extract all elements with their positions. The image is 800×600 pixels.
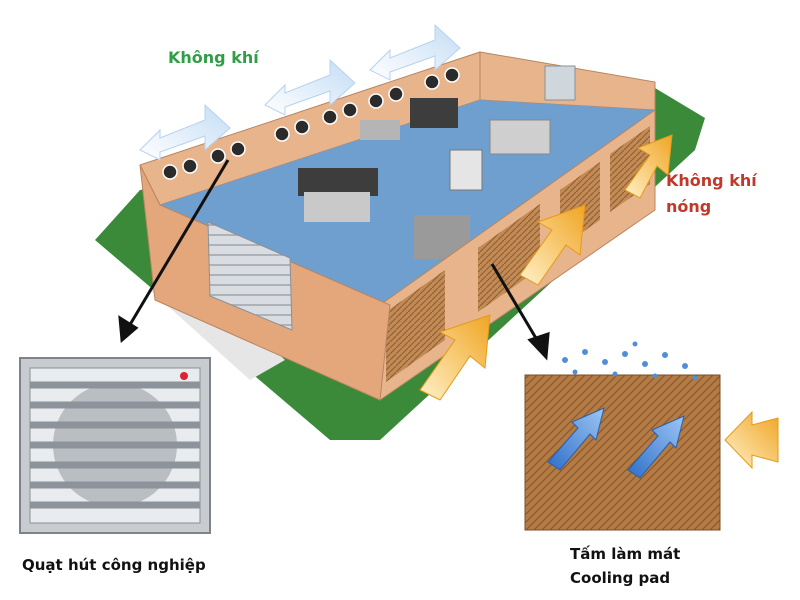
- air-label: Không khí: [168, 48, 259, 67]
- end-door: [207, 221, 293, 331]
- callout-arrows: [118, 159, 550, 361]
- fan-label: Quạt hút công nghiệp: [22, 556, 206, 574]
- hot-air-label-line1: Không khí: [666, 171, 757, 190]
- cooling-pad-label-line1: Tấm làm mát: [570, 545, 681, 563]
- industrial-fan: [19, 357, 211, 534]
- cooling-pad-panel: [524, 374, 721, 531]
- hot-air-arrows: [419, 134, 673, 401]
- exhaust-air-arrows: [139, 23, 461, 161]
- pad-hot-air-arrow: [724, 410, 779, 470]
- hot-air-label-line2: nóng: [666, 197, 712, 216]
- cooling-pad-label-line2: Cooling pad: [570, 569, 671, 587]
- wall-fans: [162, 67, 460, 180]
- water-droplets: [562, 341, 698, 381]
- cooling-pad-label: Tấm làm mát Cooling pad: [570, 542, 680, 590]
- door-back: [544, 65, 576, 101]
- hot-air-label: Không khí nóng: [666, 168, 786, 220]
